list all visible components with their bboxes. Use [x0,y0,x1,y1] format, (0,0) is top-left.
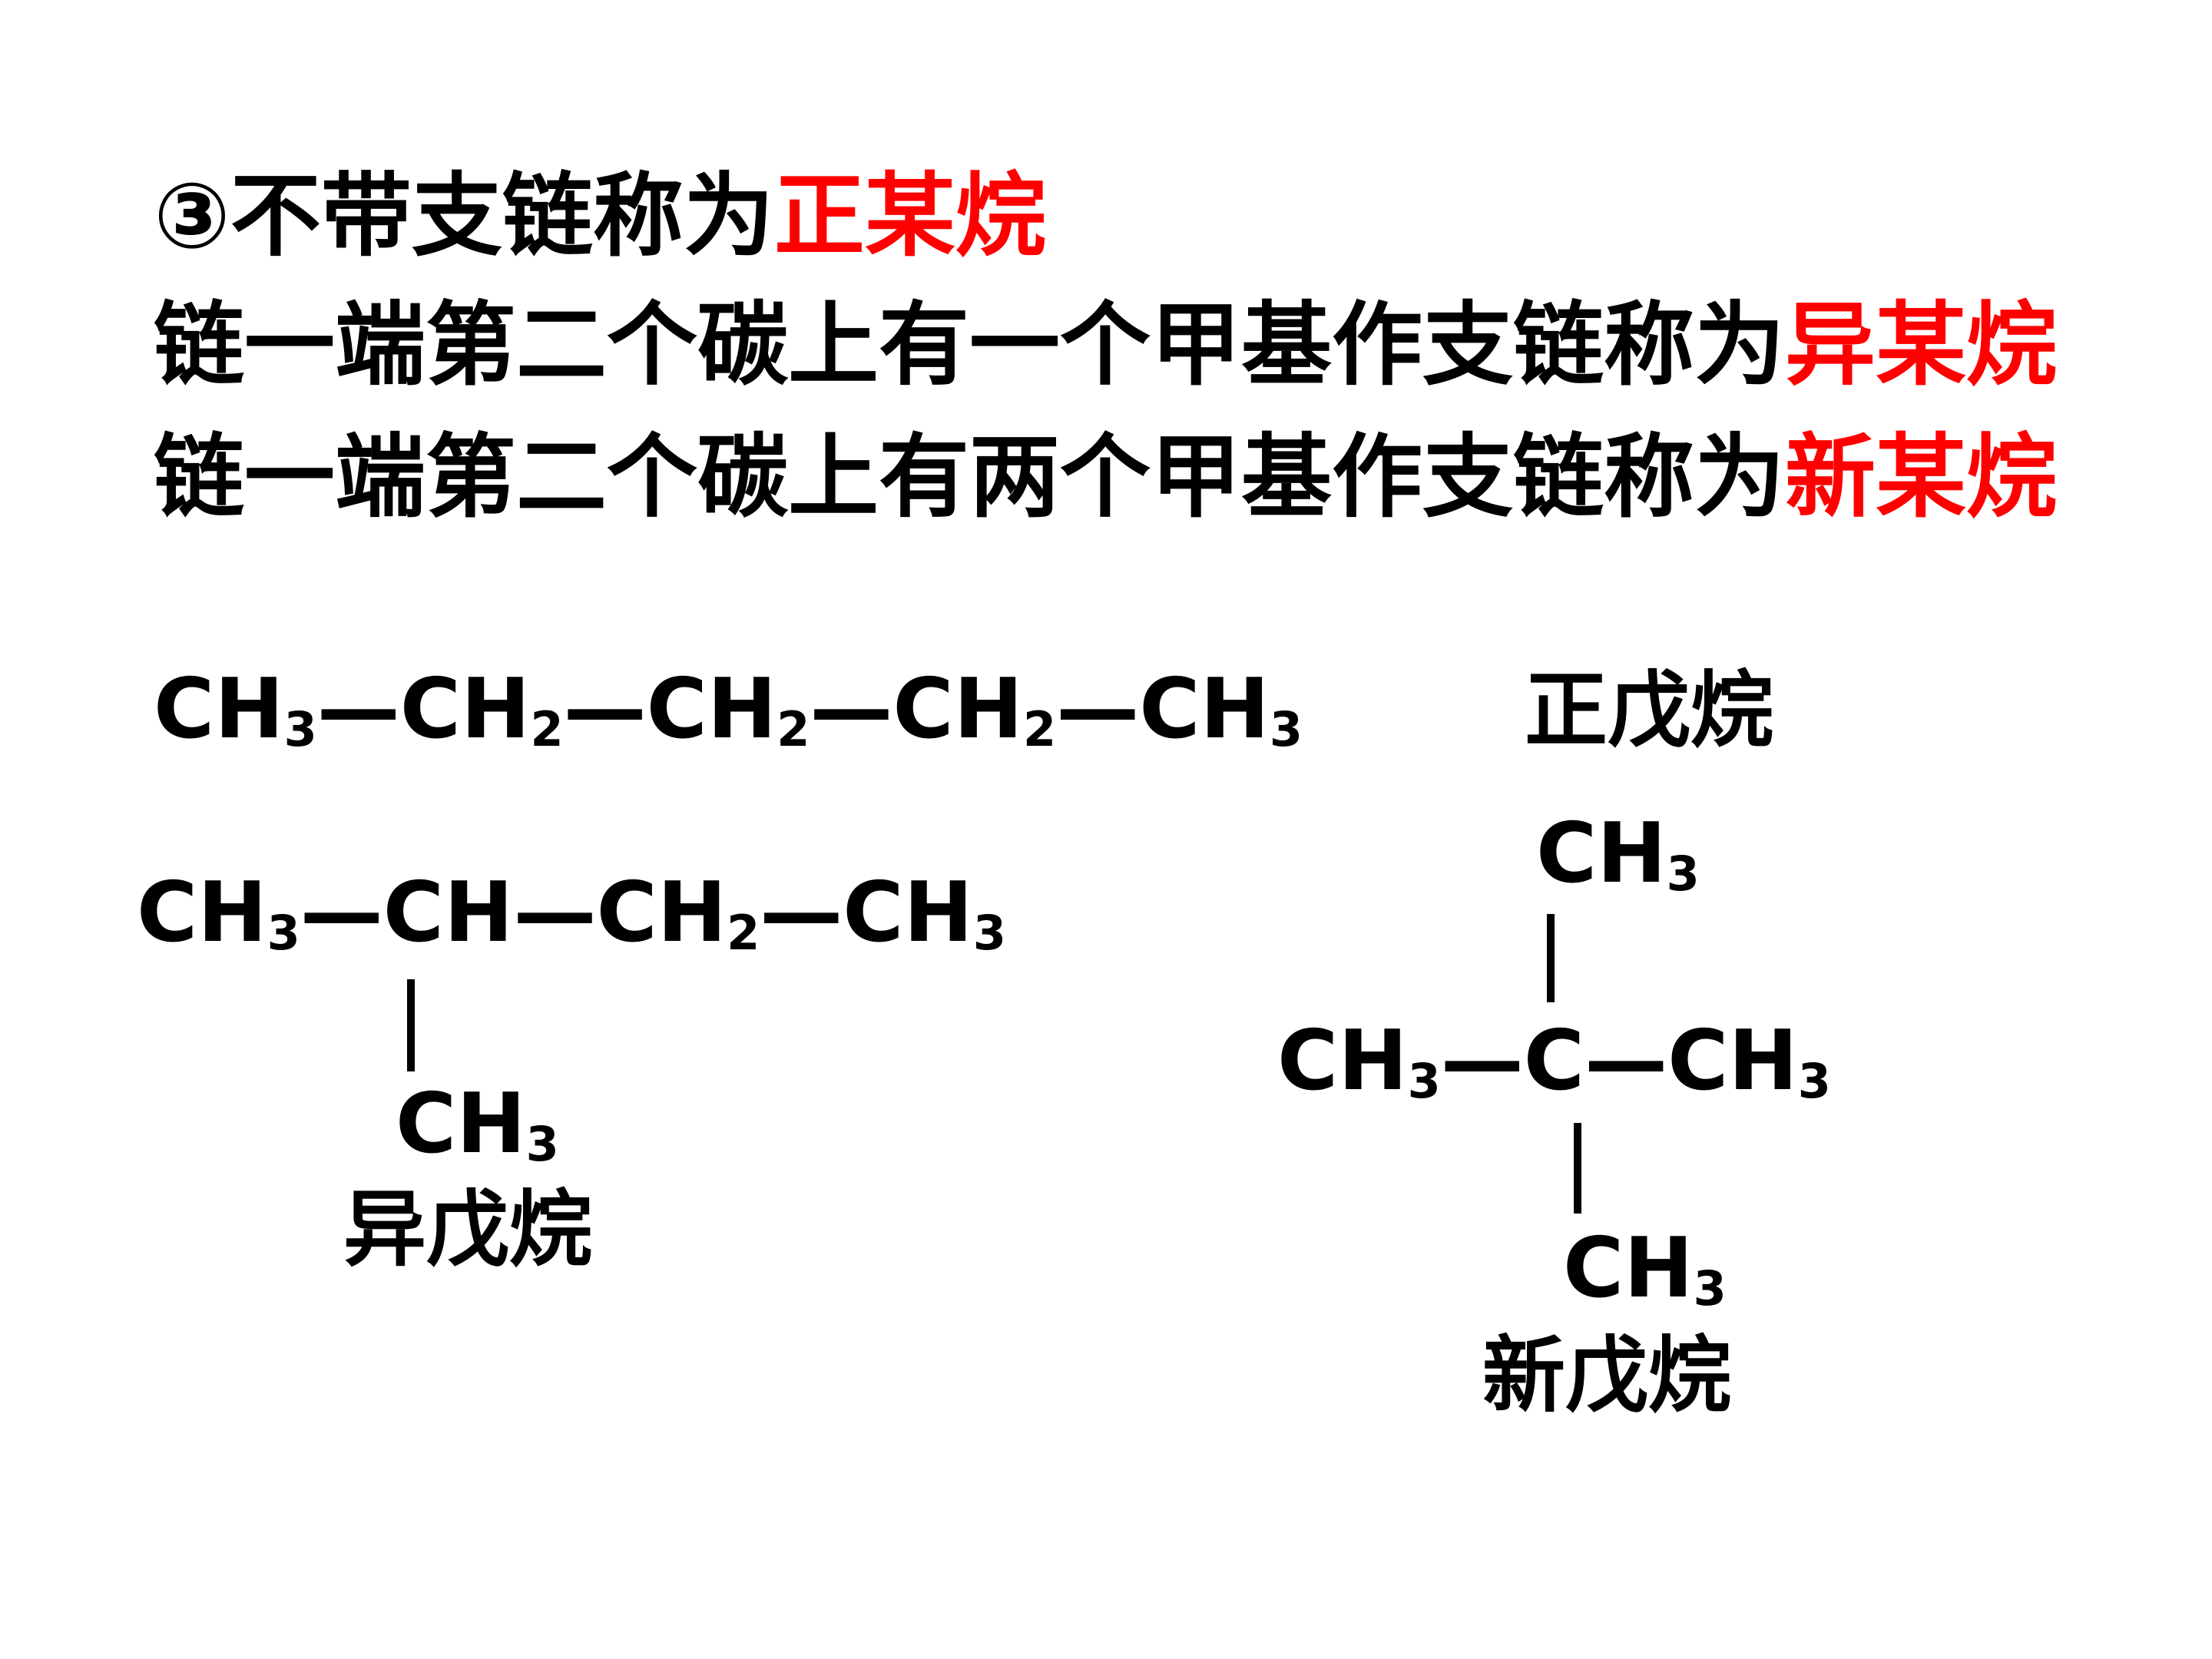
bond: — [1440,1013,1524,1109]
neopentane-center: C [1523,1013,1585,1109]
heading-line-2-text: 链一端第二个碳上有一个甲基作支链称为 [154,292,1786,398]
neopentane-left: CH3 [1277,1013,1441,1110]
isopentane-formula: CH3—CH—CH2—CH3 [137,872,1006,957]
isopentane-branch-bond [407,979,415,1071]
bond: — [810,661,893,757]
bond: — [513,865,597,961]
n-pentane-formula: CH3—CH2—CH2—CH2—CH3 [154,668,1303,753]
heading-line-2-highlight: 异某烷 [1785,292,2058,398]
bond: — [1584,1013,1668,1109]
n-pentane-group-2: CH2 [399,661,564,758]
isopentane-group-3: CH2 [596,865,760,962]
neopentane-right: CH3 [1667,1013,1831,1110]
n-pentane-name: 正戊烷 [1525,663,1774,759]
bond: — [760,865,843,961]
isopentane-group-1: CH3 [137,865,300,962]
neopentane-bottom-bond [1574,1123,1581,1214]
heading-line-1-highlight: 正某烷 [773,163,1046,269]
isopentane-branch: CH3 [396,1076,559,1173]
heading-line-2: 链一端第二个碳上有一个甲基作支链称为异某烷 [154,300,2057,390]
neopentane-top-bond [1547,914,1555,1002]
n-pentane-group-5: CH3 [1139,661,1303,758]
n-pentane-group-4: CH2 [892,661,1057,758]
n-pentane-group-1: CH3 [154,661,317,758]
neopentane-bottom: CH3 [1563,1220,1727,1317]
bond: — [300,865,383,961]
isopentane-group-2: CH [382,865,514,961]
n-pentane-group-3: CH2 [646,661,810,758]
heading-line-1: ③不带支链称为正某烷 [154,171,1046,261]
bond: — [316,661,400,757]
neopentane-middle: CH3—C—CH3 [1277,1020,1831,1105]
bond: — [1056,661,1140,757]
heading-line-3-text: 链一端第二个碳上有两个甲基作支链称为 [154,424,1786,530]
neopentane-top: CH3 [1536,806,1700,902]
neopentane-name: 新戊烷 [1482,1328,1732,1424]
bond: — [563,661,647,757]
isopentane-group-4: CH3 [843,865,1007,962]
isopentane-name: 异戊烷 [343,1182,593,1278]
heading-line-3-highlight: 新某烷 [1785,424,2058,530]
heading-line-1-text: ③不带支链称为 [154,163,774,269]
heading-line-3: 链一端第二个碳上有两个甲基作支链称为新某烷 [154,432,2057,522]
